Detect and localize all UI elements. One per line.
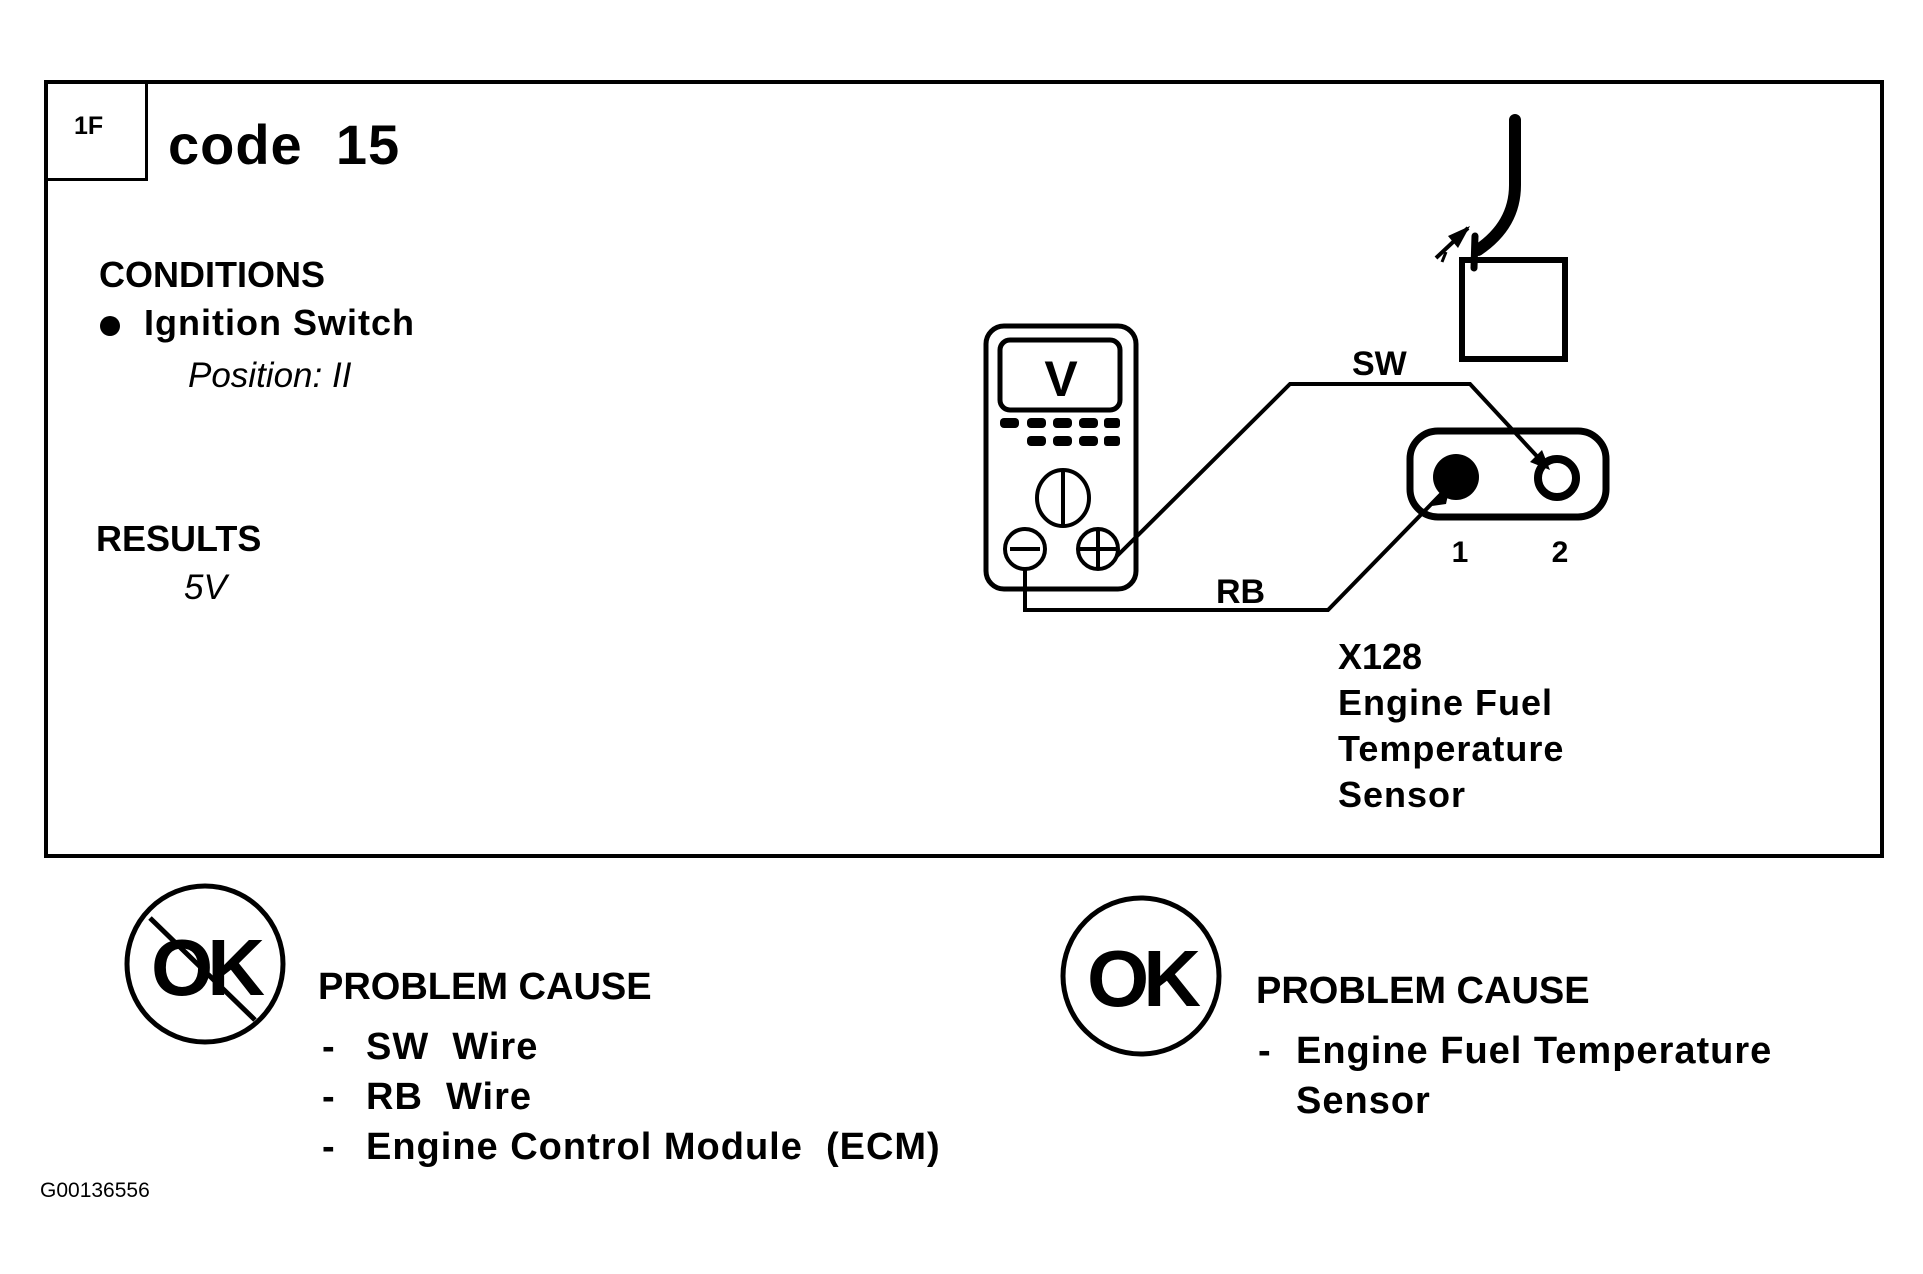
not-ok-cause-heading: PROBLEM CAUSE [318,966,652,1008]
rb-wire [1023,488,1447,612]
multimeter-display [997,337,1123,413]
dash-bullet-icon: - [1258,1030,1272,1072]
section-code: 1F [74,112,104,140]
results-heading: RESULTS [96,518,262,559]
dash-bullet-icon: - [322,1126,336,1168]
rb-wire-label: RB [1216,573,1265,611]
not-ok-cause-item: -Engine Control Module (ECM) [322,1126,941,1169]
not-ok-cause-item: -RB Wire [322,1076,532,1119]
dash-bullet-icon: - [322,1076,336,1118]
ok-cause-heading: PROBLEM CAUSE [1256,970,1590,1012]
ok-cause-item: -Engine Fuel Temperature [1258,1030,1772,1073]
ok-cause-item-continued: Sensor [1296,1080,1431,1122]
component-id: X128 [1338,636,1423,677]
test-panel-frame [44,80,1884,858]
ok-badge: OK [1060,895,1222,1057]
condition-detail: Position: II [188,356,352,395]
positive-terminal-icon[interactable] [1076,527,1120,571]
pin-2-label: 2 [1552,536,1569,569]
sensor-body-icon [1459,257,1568,362]
strike-icon [148,916,257,1022]
selector-dial-icon [1035,468,1091,528]
cause-text: Engine Control Module (ECM) [366,1126,941,1168]
cause-text: RB Wire [366,1076,533,1118]
conditions-heading: CONDITIONS [99,254,326,295]
negative-terminal-icon[interactable] [1003,527,1047,571]
multimeter-buttons [1000,418,1120,446]
section-code-box [44,80,148,181]
connector-housing [1406,427,1610,521]
dash-bullet-icon: - [322,1026,336,1068]
figure-id: G00136556 [40,1179,150,1202]
bullet-icon [100,316,120,336]
cause-text: Engine Fuel Temperature [1296,1030,1773,1072]
condition-item: Ignition Switch [144,302,415,343]
pin-2-icon[interactable] [1534,455,1580,501]
component-name-line: Temperature [1338,728,1565,769]
sw-wire [1115,382,1548,558]
not-ok-badge: OK [124,883,286,1045]
cause-text: SW Wire [366,1026,539,1068]
results-value: 5V [184,568,227,607]
pin-1-label: 1 [1452,536,1469,569]
component-name-line: Sensor [1338,774,1467,815]
pin-1-icon[interactable] [1433,454,1479,500]
page-title: code 15 [168,113,401,176]
multimeter-body [983,323,1139,592]
sw-wire-label: SW [1352,345,1408,383]
not-ok-cause-item: -SW Wire [322,1026,538,1069]
ok-badge-text: OK [1087,934,1201,1023]
multimeter-mode: V [1044,351,1078,407]
multimeter: V [983,323,1139,592]
component-name-line: Engine Fuel [1338,682,1554,723]
probe-icon [1434,114,1521,272]
sensor-connector: 1 2 [1406,427,1610,569]
